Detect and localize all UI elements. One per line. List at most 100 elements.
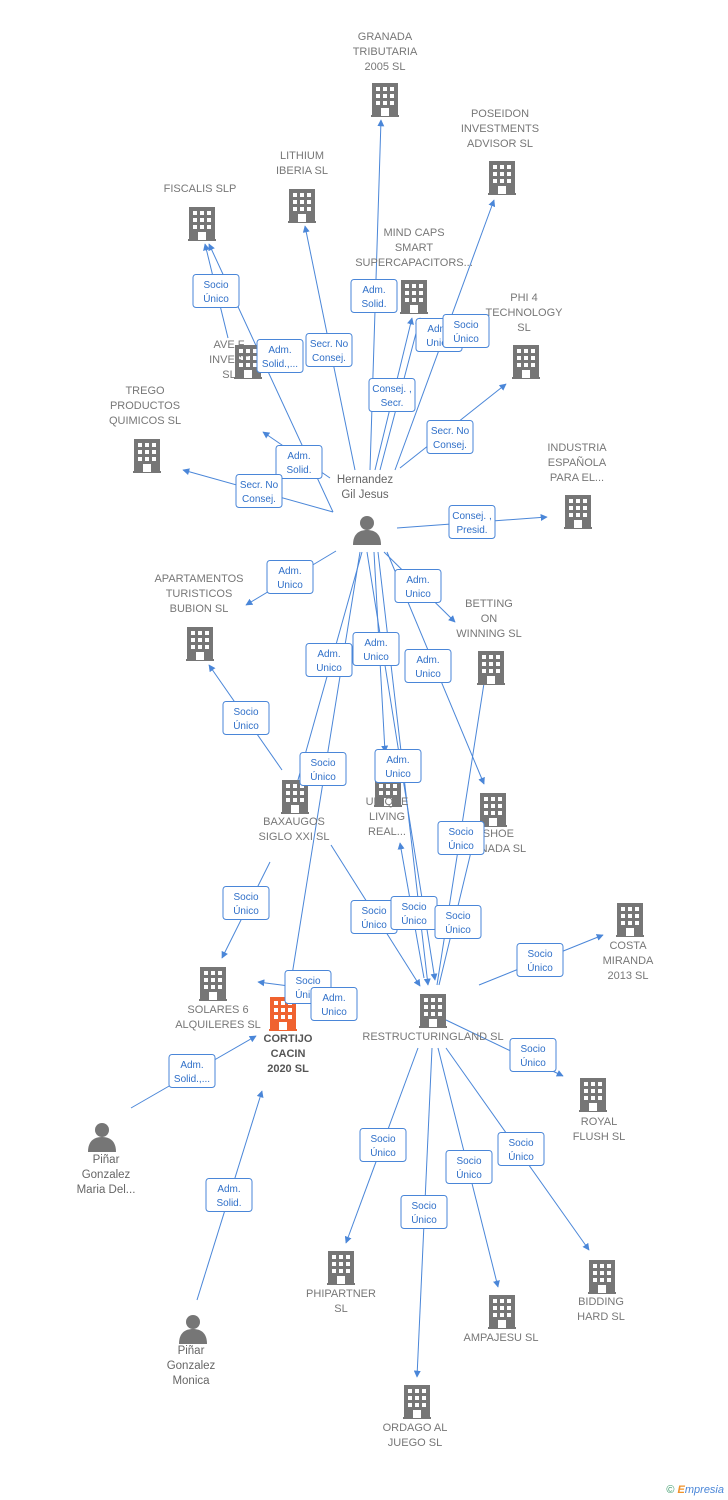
node-label-line: PARA EL... xyxy=(550,472,604,484)
edge-label-box xyxy=(445,1150,493,1184)
edge-label-text: Único xyxy=(203,292,229,305)
edge-label-box xyxy=(352,632,400,666)
edge-label-text: Adm. xyxy=(406,575,429,586)
node-label-line: BETTING xyxy=(465,598,513,610)
node-label-line: TECHNOLOGY xyxy=(485,307,563,319)
edge-label-text: Adm. xyxy=(268,345,291,356)
edge-label-box xyxy=(448,505,496,539)
node-label-line: FISCALIS SLP xyxy=(164,183,237,195)
building-icon xyxy=(488,1295,516,1329)
edge-label-text: Unico xyxy=(385,769,411,780)
node-label-line: SIGLO XXI SL xyxy=(259,831,330,843)
node-label-line: ALQUILERES SL xyxy=(175,1019,261,1031)
node-label-line: ON xyxy=(481,613,498,625)
building-icon xyxy=(512,345,540,379)
node-label-line: PHIPARTNER xyxy=(306,1288,376,1300)
edge-label-text: Único xyxy=(456,1168,482,1181)
node-label: RESTRUCTURINGLAND SL xyxy=(362,1031,503,1043)
node-mindcaps[interactable]: MIND CAPS SMART SUPERCAPACITORS... xyxy=(355,227,473,314)
node-label-line: RESTRUCTURINGLAND SL xyxy=(362,1031,503,1043)
edge-label-text: Único xyxy=(233,904,259,917)
node-label-line: Gonzalez xyxy=(82,1169,131,1181)
copyright-icon: © xyxy=(666,1484,675,1496)
edge-label-text: Adm. xyxy=(180,1060,203,1071)
node-label-line: JUEGO SL xyxy=(388,1437,442,1449)
node-label-line: MIND CAPS xyxy=(383,227,444,239)
building-icon xyxy=(588,1260,616,1294)
edge-label-box xyxy=(222,701,270,735)
edge-label-text: Consej. xyxy=(312,353,346,364)
node-label-line: Hernandez xyxy=(337,474,394,486)
edge-label-text: Presid. xyxy=(456,525,487,536)
edge-label-text: Único xyxy=(520,1056,546,1069)
edge-label-l_horseshoe: Adm.Unico xyxy=(404,649,452,683)
edge-label-l_ave: Adm.Solid.,... xyxy=(256,339,304,373)
node-label-line: AVE F xyxy=(214,339,245,351)
building-icon xyxy=(403,1385,431,1419)
edge-label-box xyxy=(256,339,304,373)
person-icon xyxy=(179,1315,207,1344)
edge-label-box xyxy=(305,643,353,677)
node-phipartner[interactable]: PHIPARTNER SL xyxy=(306,1251,376,1315)
edge-label-text: Unico xyxy=(277,580,303,591)
node-ordago[interactable]: ORDAGO AL JUEGO SL xyxy=(383,1385,448,1449)
node-fiscalis[interactable]: FISCALIS SLP xyxy=(164,183,237,241)
edge-label-text: Adm. xyxy=(364,638,387,649)
edge-label-text: Socio xyxy=(527,949,552,960)
node-label-line: SUPERCAPACITORS... xyxy=(355,257,473,269)
node-label-line: SL xyxy=(334,1303,347,1315)
node-ampajesu[interactable]: AMPAJESU SL xyxy=(464,1295,539,1344)
edge-label-text: Socio xyxy=(203,280,228,291)
node-label-line: ORDAGO AL xyxy=(383,1422,448,1434)
building-icon xyxy=(564,495,592,529)
node-restructuringland[interactable]: RESTRUCTURINGLAND SL xyxy=(362,994,504,1043)
node-label-line: INVEST xyxy=(209,354,249,366)
node-label-line: CACIN xyxy=(271,1048,306,1060)
edge-label-l_betting: Adm.Unico xyxy=(394,569,442,603)
edge-label-text: Adm. xyxy=(427,324,450,335)
building-icon xyxy=(199,967,227,1001)
node-label-line: QUIMICOS SL xyxy=(109,415,181,427)
edge-label-text: Solid. xyxy=(286,465,311,476)
node-label-line: SMART xyxy=(395,242,434,254)
node-label-line: TREGO xyxy=(125,385,165,397)
node-label-line: UNIQUE xyxy=(366,796,409,808)
edge-label-text: Adm. xyxy=(362,285,385,296)
edge-label-box xyxy=(426,420,474,454)
edge-label-box xyxy=(516,943,564,977)
edge-label-text: Socio xyxy=(456,1156,481,1167)
node-label-line: SL xyxy=(517,322,530,334)
edge-label-text: Socio xyxy=(508,1138,533,1149)
